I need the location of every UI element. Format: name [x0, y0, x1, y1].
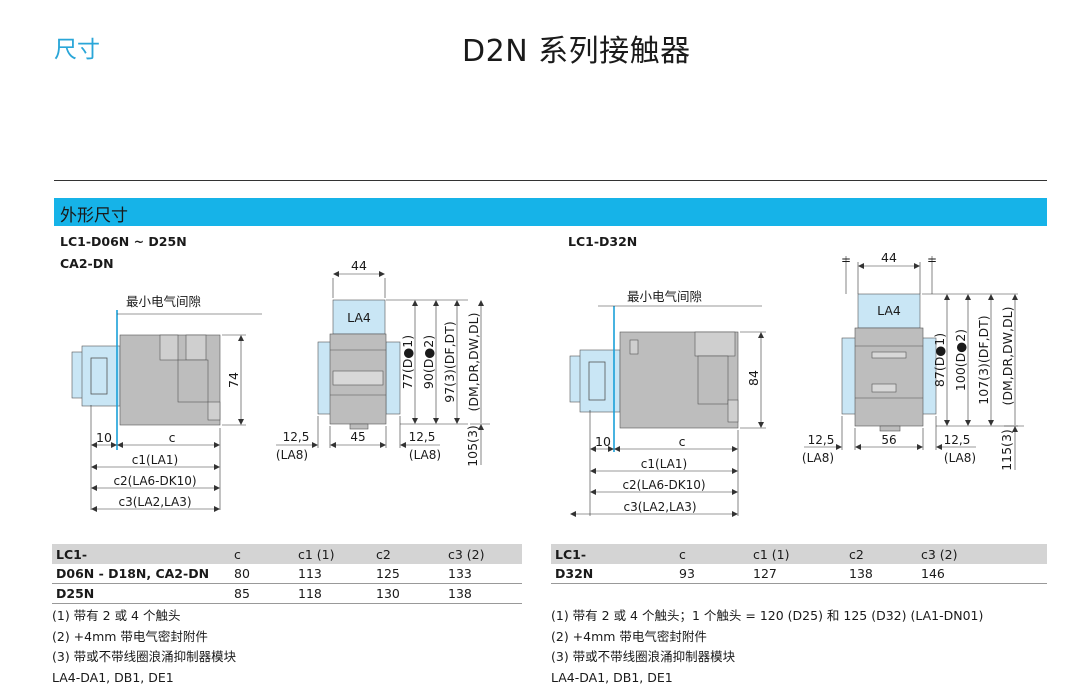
table-cell: 80: [230, 564, 294, 584]
left-side-left-label: 12,5: [283, 430, 310, 444]
right-module-label: LA4: [877, 303, 901, 318]
right-h3-label: 107(3)(DF,DT): [976, 315, 991, 404]
left-dim-10: 10: [96, 430, 112, 445]
left-footnotes: (1) 带有 2 或 4 个触头 (2) +4mm 带电气密封附件 (3) 带或…: [52, 606, 236, 688]
table-header: c2: [845, 544, 917, 564]
right-bottom-width-label: 56: [881, 433, 896, 447]
left-dim-c: c: [169, 430, 176, 445]
table-cell: 125: [372, 564, 444, 584]
right-h1-label: 87(D●1): [932, 333, 947, 387]
right-top-width-label: 44: [881, 250, 897, 265]
right-gap-label: 最小电气间隙: [627, 289, 702, 304]
right-eq-right: =: [927, 253, 937, 267]
right-height-label: 84: [746, 370, 761, 386]
right-footnotes: (1) 带有 2 或 4 个触头；1 个触头 = 120 (D25) 和 125…: [551, 606, 983, 688]
table-header: c1 (1): [294, 544, 372, 564]
table-cell: 93: [675, 564, 749, 584]
left-bottom-width-label: 45: [350, 430, 365, 444]
table-header: c: [675, 544, 749, 564]
right-spec-table: LC1- c c1 (1) c2 c3 (2) D32N 93 127 138 …: [551, 544, 1047, 584]
table-cell: 133: [444, 564, 522, 584]
left-dim-c3: c3(LA2,LA3): [118, 495, 191, 509]
right-dim-c2: c2(LA6-DK10): [622, 478, 705, 492]
right-side-left-label: 12,5: [808, 433, 835, 447]
footnote: LA4-DA1, DB1, DE1: [551, 668, 983, 688]
right-eq-left: =: [841, 253, 851, 267]
right-dim-10: 10: [595, 434, 611, 449]
right-h4-label: (DM,DR,DW,DL): [1000, 307, 1015, 406]
table-cell: 138: [444, 584, 522, 604]
left-side-right-label: 12,5: [409, 430, 436, 444]
right-side-right-sub: (LA8): [944, 451, 976, 465]
table-header: LC1-: [52, 544, 230, 564]
table-cell: 130: [372, 584, 444, 604]
left-side-view: 最小电气间隙 74 10 c c1(LA1) c2(LA6-DK10) c3(L…: [72, 294, 262, 510]
left-module-label: LA4: [347, 310, 371, 325]
left-height-label: 74: [226, 372, 241, 388]
table-cell: D25N: [52, 584, 230, 604]
table-header: c3 (2): [444, 544, 522, 564]
table-cell: 118: [294, 584, 372, 604]
table-header: c: [230, 544, 294, 564]
table-header-row: LC1- c c1 (1) c2 c3 (2): [52, 544, 522, 564]
footnote: (3) 带或不带线圈浪涌抑制器模块: [52, 647, 236, 668]
footnote: (1) 带有 2 或 4 个触头；1 个触头 = 120 (D25) 和 125…: [551, 606, 983, 627]
table-row: D25N 85 118 130 138: [52, 584, 522, 604]
footnote: (3) 带或不带线圈浪涌抑制器模块: [551, 647, 983, 668]
right-h5-label: 115(3): [999, 429, 1014, 471]
left-front-view: 44 LA4 77(D●1) 90(D●2) 97(3)(DF,DT) (DM,…: [276, 258, 490, 467]
table-cell: D06N - D18N, CA2-DN: [52, 564, 230, 584]
table-cell: 146: [917, 564, 1047, 584]
left-h3-label: 97(3)(DF,DT): [442, 321, 457, 402]
table-header: LC1-: [551, 544, 675, 564]
table-cell: 85: [230, 584, 294, 604]
left-h2-label: 90(D●2): [421, 335, 436, 389]
table-cell: 138: [845, 564, 917, 584]
right-dim-c: c: [679, 434, 686, 449]
right-side-right-label: 12,5: [944, 433, 971, 447]
footnote: (2) +4mm 带电气密封附件: [551, 627, 983, 648]
right-dim-c1: c1(LA1): [641, 457, 687, 471]
right-front-view: = = 44 LA4 87(D●1) 100(D●2) 107(3)(DF,DT…: [802, 250, 1024, 471]
table-header: c3 (2): [917, 544, 1047, 564]
footnote: LA4-DA1, DB1, DE1: [52, 668, 236, 688]
table-row: D06N - D18N, CA2-DN 80 113 125 133: [52, 564, 522, 584]
table-cell: D32N: [551, 564, 675, 584]
footnote: (2) +4mm 带电气密封附件: [52, 627, 236, 648]
right-h2-label: 100(D●2): [953, 329, 968, 391]
left-h4-label: (DM,DR,DW,DL): [466, 313, 481, 412]
right-dim-c3: c3(LA2,LA3): [623, 500, 696, 514]
table-cell: 113: [294, 564, 372, 584]
right-side-view: 最小电气间隙 84 10 c c1(LA1) c2(LA6-DK10) c3(L…: [570, 289, 766, 516]
left-gap-label: 最小电气间隙: [126, 294, 201, 309]
left-dim-c1: c1(LA1): [132, 453, 178, 467]
footnote: (1) 带有 2 或 4 个触头: [52, 606, 236, 627]
left-side-left-sub: (LA8): [276, 448, 308, 462]
left-top-width-label: 44: [351, 258, 367, 273]
left-dim-c2: c2(LA6-DK10): [113, 474, 196, 488]
table-cell: 127: [749, 564, 845, 584]
left-side-right-sub: (LA8): [409, 448, 441, 462]
right-side-left-sub: (LA8): [802, 451, 834, 465]
table-header-row: LC1- c c1 (1) c2 c3 (2): [551, 544, 1047, 564]
table-row: D32N 93 127 138 146: [551, 564, 1047, 584]
left-h1-label: 77(D●1): [400, 335, 415, 389]
table-header: c2: [372, 544, 444, 564]
left-h5-label: 105(3): [465, 425, 480, 467]
table-header: c1 (1): [749, 544, 845, 564]
left-spec-table: LC1- c c1 (1) c2 c3 (2) D06N - D18N, CA2…: [52, 544, 522, 604]
